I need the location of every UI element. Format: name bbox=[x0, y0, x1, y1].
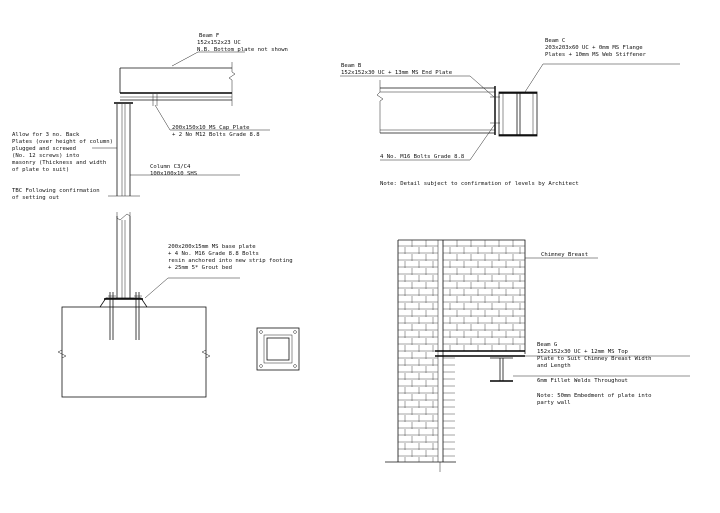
embedment-note: Note: 50mm Embedment of plate into party… bbox=[537, 393, 652, 406]
svg-text:and Length: and Length bbox=[537, 363, 571, 369]
beam-f-note: N.B. Bottom plate not shown bbox=[197, 47, 288, 53]
chimney-breast-label: Chimney Breast bbox=[541, 252, 588, 258]
connection-bolts-label: 4 No. M16 Bolts Grade 8.8 bbox=[380, 154, 465, 160]
svg-text:+ 4 No. M16 Grade 8.8 Bolts: + 4 No. M16 Grade 8.8 Bolts bbox=[168, 251, 259, 257]
beam-f-label: Beam F bbox=[199, 33, 220, 39]
svg-text:plugged and screwed: plugged and screwed bbox=[12, 146, 76, 152]
column-label: Column C3/C4 bbox=[150, 164, 191, 170]
svg-text:152x152x30 UC + 12mm MS Top: 152x152x30 UC + 12mm MS Top bbox=[537, 349, 629, 355]
chimney-breast-detail: Chimney Breast Beam G 152x152x30 UC + 12… bbox=[385, 239, 690, 472]
beam-c-plates: Plates + 10mm MS Web Stiffener bbox=[545, 52, 647, 58]
svg-text:resin anchored into new strip: resin anchored into new strip footing bbox=[168, 258, 293, 264]
svg-text:of plate to suit): of plate to suit) bbox=[12, 167, 69, 173]
svg-text:Plate to Suit Chimney Breast W: Plate to Suit Chimney Breast Width bbox=[537, 356, 652, 362]
svg-text:200x200x15mm MS base plate: 200x200x15mm MS base plate bbox=[168, 244, 256, 250]
architect-note: Note: Detail subject to confirmation of … bbox=[380, 181, 579, 187]
base-plate-plan bbox=[256, 327, 300, 371]
beam-b-size: 152x152x30 UC + 13mm MS End Plate bbox=[341, 70, 453, 76]
tbc-note: TBC Following confirmation of setting ou… bbox=[12, 188, 100, 201]
svg-text:TBC Following confirmation: TBC Following confirmation bbox=[12, 188, 100, 194]
beam-g-note: Beam G 152x152x30 UC + 12mm MS Top Plate… bbox=[537, 342, 652, 369]
cap-plate-detail: Beam F 152x152x23 UC N.B. Bottom plate n… bbox=[12, 33, 288, 201]
svg-text:Note: 50mm Embedment of plate: Note: 50mm Embedment of plate into bbox=[537, 393, 652, 399]
brick-hatching bbox=[397, 240, 525, 462]
beam-connection-detail: Beam B 152x152x30 UC + 13mm MS End Plate… bbox=[340, 38, 680, 187]
column-base-detail: 200x200x15mm MS base plate + 4 No. M16 G… bbox=[57, 212, 300, 398]
beam-f-size: 152x152x23 UC bbox=[197, 40, 241, 46]
column-size-label: 100x100x10 SHS bbox=[150, 171, 197, 177]
svg-text:Plates (over height of column): Plates (over height of column) bbox=[12, 139, 113, 145]
beam-b-label: Beam B bbox=[341, 63, 362, 69]
cap-bolts-label: + 2 No M12 Bolts Grade 8.8 bbox=[172, 132, 260, 138]
cap-plate-label: 200x150x10 MS Cap Plate bbox=[172, 125, 250, 131]
svg-text:party wall: party wall bbox=[537, 400, 571, 406]
base-plate-note: 200x200x15mm MS base plate + 4 No. M16 G… bbox=[168, 244, 293, 271]
svg-text:Beam G: Beam G bbox=[537, 342, 558, 348]
back-plates-note: Allow for 3 no. Back Plates (over height… bbox=[12, 132, 113, 173]
svg-text:of setting out: of setting out bbox=[12, 195, 59, 201]
beam-c-label: Beam C bbox=[545, 38, 565, 44]
svg-text:masonry (Thickness and width: masonry (Thickness and width bbox=[12, 160, 106, 166]
fillet-welds-label: 6mm Fillet Welds Throughout bbox=[537, 378, 628, 384]
svg-text:+ 25mm 5* Grout bed: + 25mm 5* Grout bed bbox=[168, 265, 232, 271]
svg-text:Allow for 3 no. Back: Allow for 3 no. Back bbox=[12, 132, 80, 138]
svg-text:(No. 12 screws) into: (No. 12 screws) into bbox=[12, 153, 79, 159]
beam-c-size: 203x203x60 UC + 0mm MS Flange bbox=[545, 45, 643, 51]
